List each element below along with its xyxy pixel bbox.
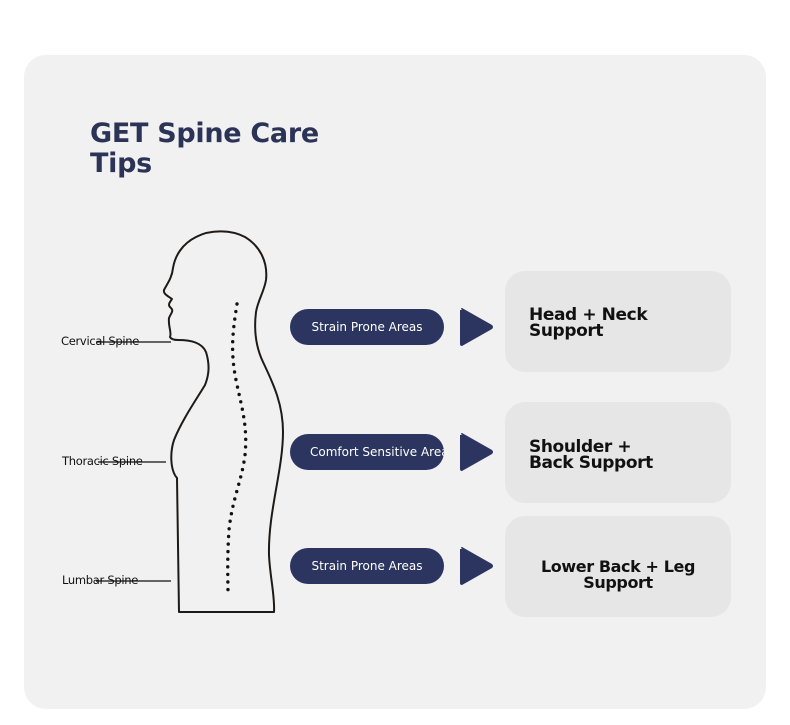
lumbar-spine-label: Lumbar Spine [62,573,138,587]
page-title: GET Spine Care Tips [90,118,319,179]
shoulder-back-support-card: Shoulder + Back Support [505,402,731,503]
head-neck-support-text: Head + Neck Support [529,305,648,341]
lower-back-leg-support-text: Lower Back + Leg Support [540,557,696,592]
arrow-right-icon [460,433,493,471]
shoulder-back-support-text: Shoulder + Back Support [529,437,653,473]
thoracic-spine-label: Thoracic Spine [62,454,143,468]
arrow-right-icon [460,547,493,585]
cervical-spine-label: Cervical Spine [61,334,140,348]
strain-prone-areas-tag: Strain Prone Areas [290,548,444,584]
comfort-sensitive-area-tag: Comfort Sensitive Area [290,434,444,470]
body-outline [162,230,284,613]
head-neck-support-card: Head + Neck Support [505,271,731,372]
strain-prone-areas-tag: Strain Prone Areas [290,309,444,345]
spine-dotted-line [226,302,248,597]
lower-back-leg-support-card: Lower Back + Leg Support [505,516,731,617]
arrow-right-icon [460,308,493,346]
